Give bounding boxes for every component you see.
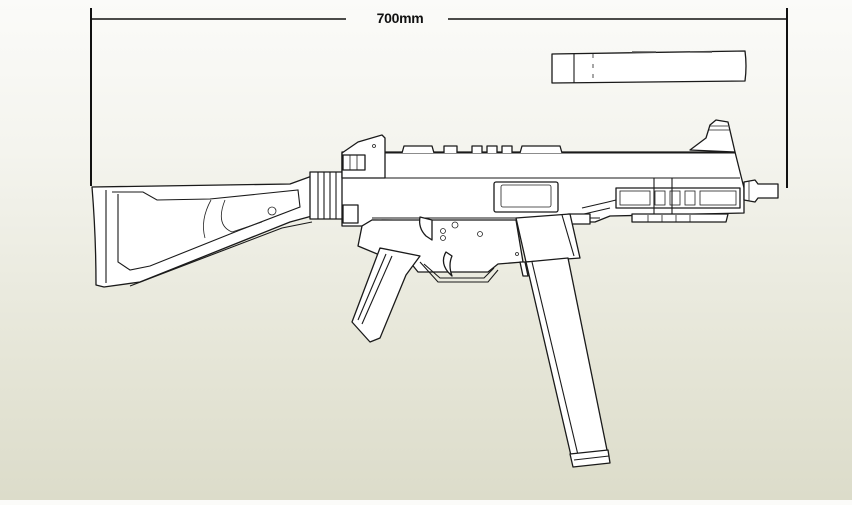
front-sight [689,119,736,153]
trigger-guard [419,251,499,283]
folding-stock [91,175,313,288]
muzzle [743,179,779,203]
top-rail [401,145,435,154]
stock-hinge [309,171,344,220]
pistol-grip [351,247,421,343]
bottom-rail [631,213,729,223]
dimension-line [90,8,788,188]
charging-handle-window [493,181,559,213]
dimension-label: 700mm [376,10,424,26]
magazine [515,213,611,468]
trigger [442,251,453,277]
magazine-release [519,261,529,277]
suppressor-part [551,50,747,84]
receiver [341,119,779,227]
handguard-vents [615,178,741,215]
